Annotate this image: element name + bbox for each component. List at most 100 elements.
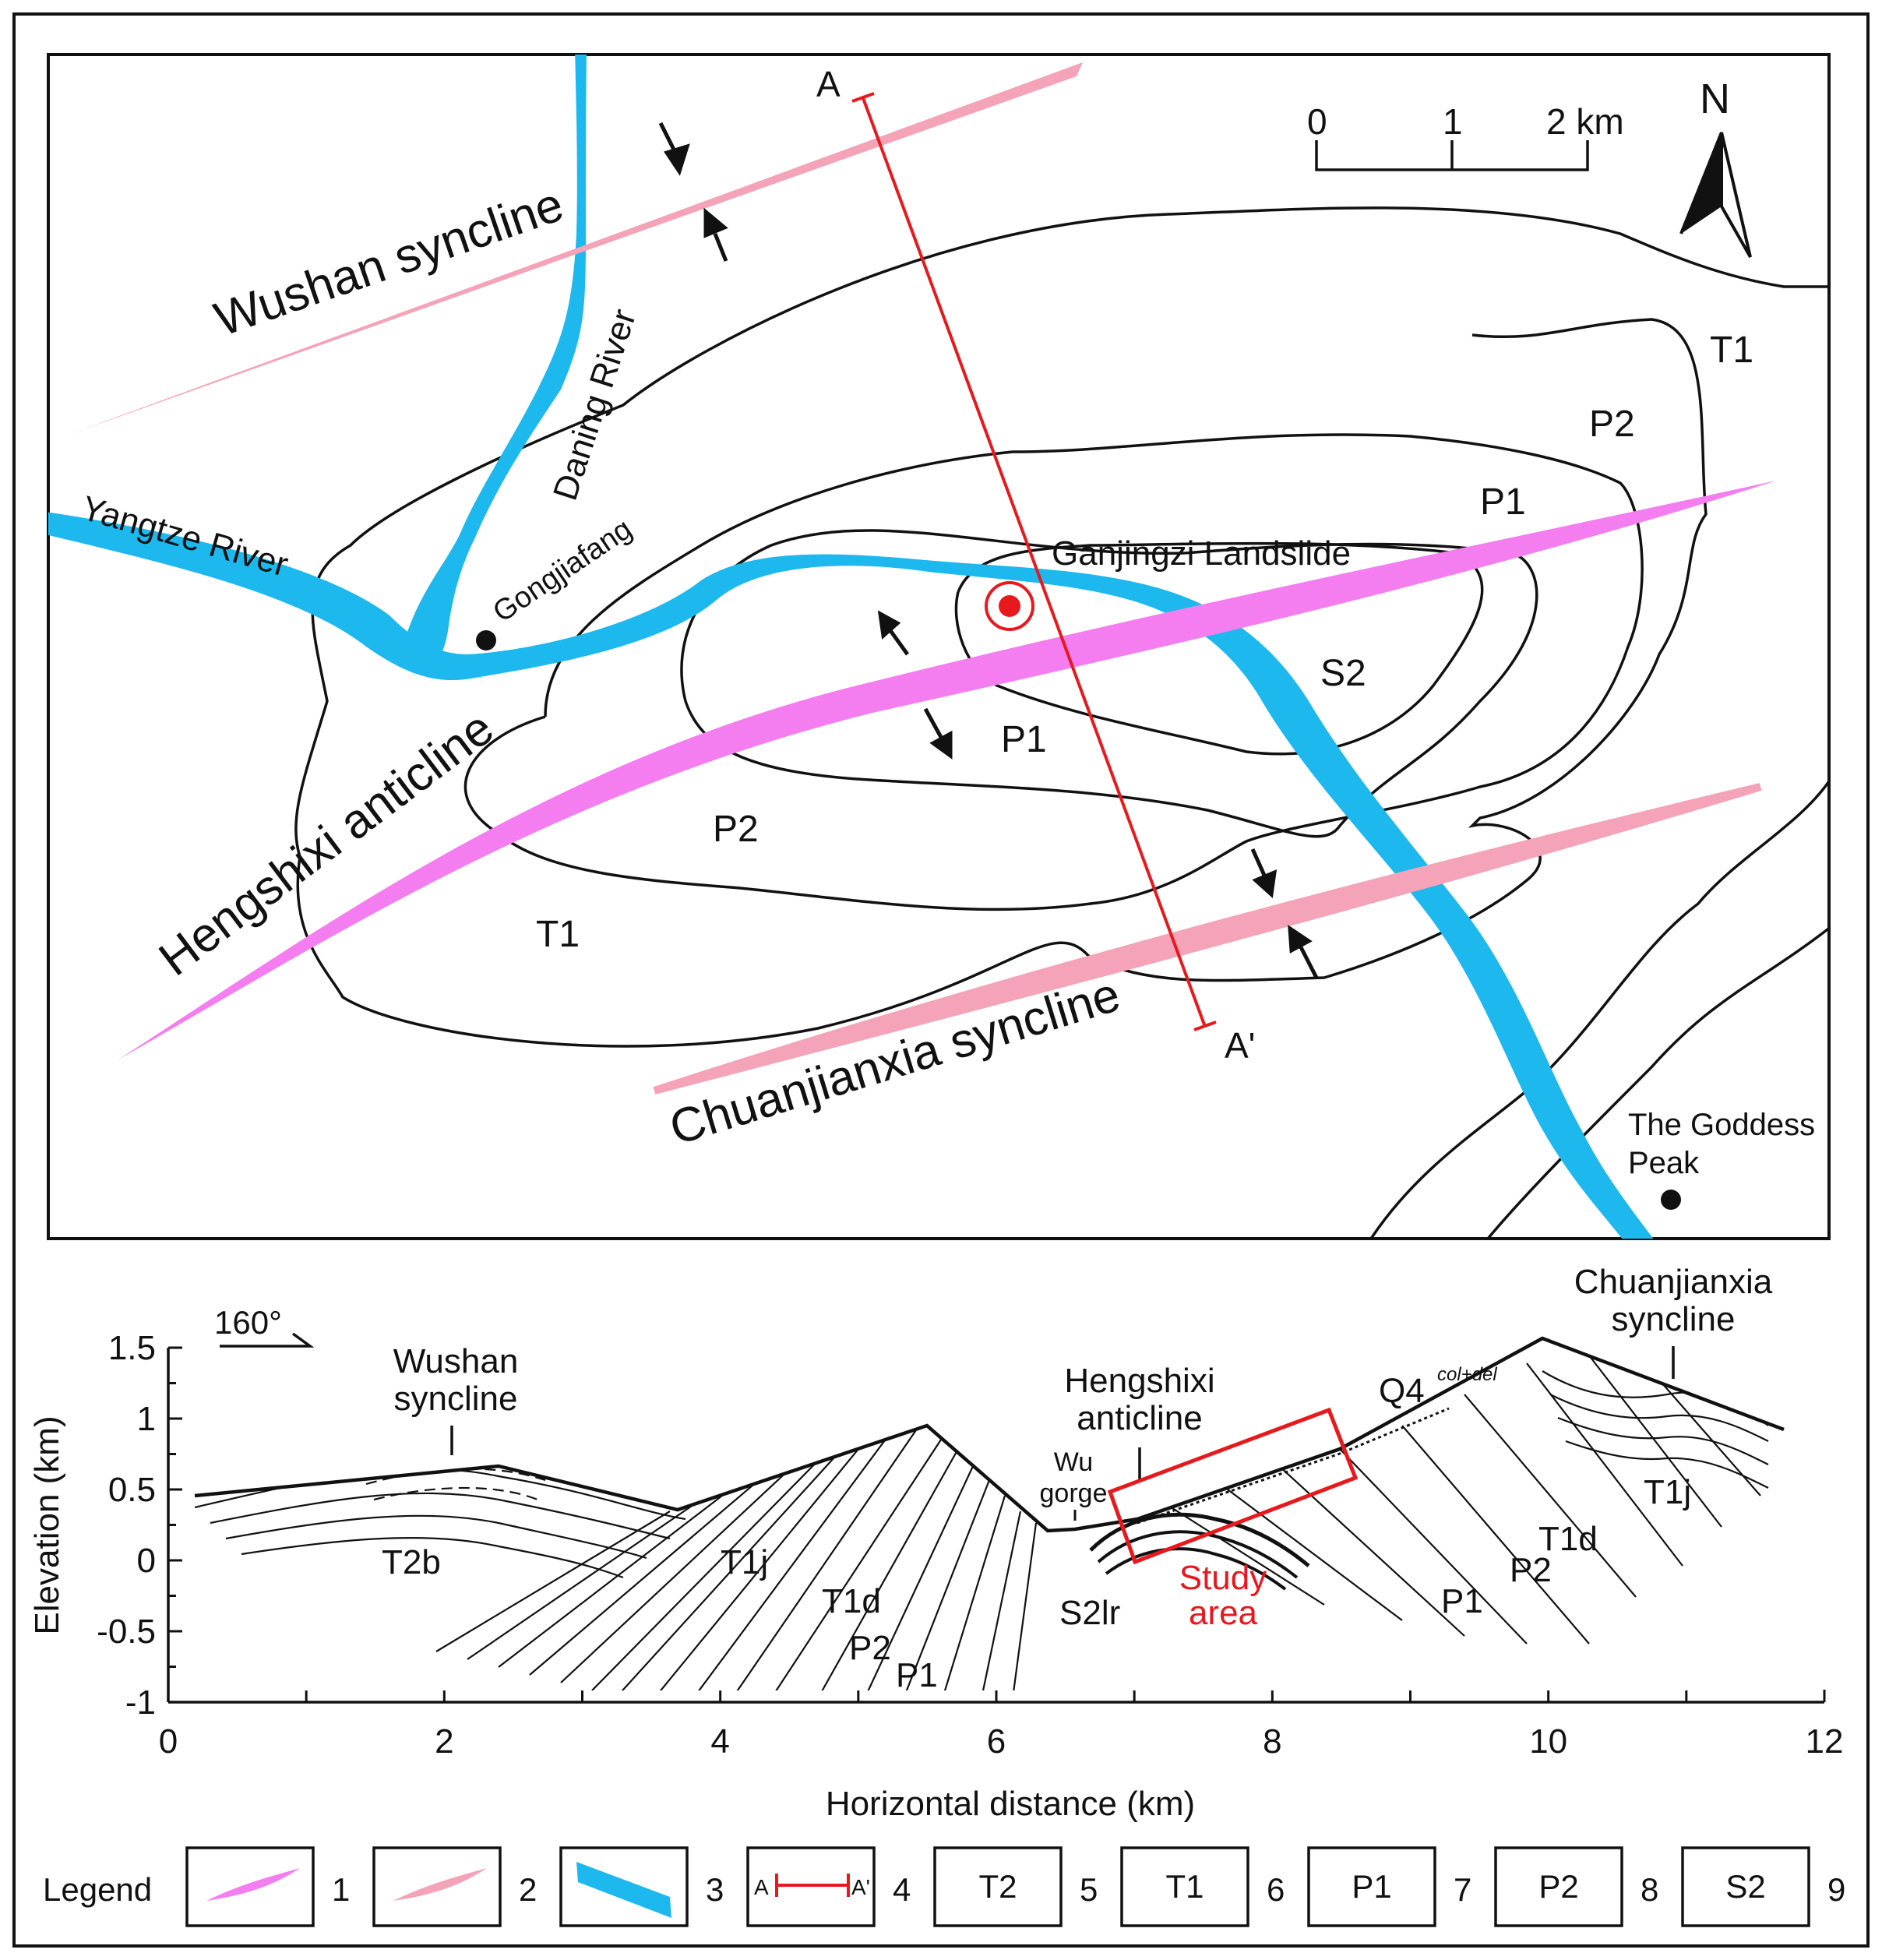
label-t1j-left: T1j xyxy=(721,1543,768,1581)
label-s2lr: S2lr xyxy=(1059,1594,1120,1632)
section-topography xyxy=(194,1336,1785,1533)
legend-box-5 xyxy=(933,1846,1063,1927)
section-line xyxy=(851,92,1217,1031)
legend-item-5: 5 xyxy=(1080,1871,1098,1908)
section-y-ticks: 1.5 1 0.5 0 -0.5 -1 xyxy=(97,1329,182,1722)
legend-item-2: 2 xyxy=(519,1871,537,1908)
strata-boundaries xyxy=(294,206,1829,1239)
gongjiafang-dot xyxy=(476,630,496,650)
label-wu-gorge-2: gorge xyxy=(1040,1479,1108,1508)
legend-t1: T1 xyxy=(1165,1868,1204,1905)
legend-section-a-prime: A' xyxy=(851,1875,870,1899)
map-strata-p1-ne: P1 xyxy=(1480,481,1526,523)
rivers xyxy=(48,55,1654,1239)
legend-item-3: 3 xyxy=(706,1871,724,1908)
legend-syncline-symbol xyxy=(393,1868,487,1901)
goddess-peak-dot xyxy=(1661,1190,1681,1210)
legend-section-symbol xyxy=(775,1874,850,1897)
y-tick-label: 1 xyxy=(137,1400,156,1438)
map-strata-s2: S2 xyxy=(1320,653,1366,694)
section-label-a: A xyxy=(816,64,841,104)
x-tick-label: 8 xyxy=(1263,1722,1281,1761)
legend-t2: T2 xyxy=(978,1868,1017,1905)
label-ganjingzi-landslide: Ganjingzi Landslide xyxy=(1052,534,1351,573)
y-tick-label: -0.5 xyxy=(97,1613,156,1651)
label-p2-right: P2 xyxy=(1510,1551,1552,1589)
label-wu-gorge-1: Wu xyxy=(1054,1447,1093,1477)
legend-item-7: 7 xyxy=(1454,1871,1471,1908)
landslide-dot xyxy=(999,595,1020,617)
scale-tick-1: 1 xyxy=(1443,101,1463,142)
study-area-box xyxy=(1107,1407,1359,1565)
label-t1j-right: T1j xyxy=(1644,1473,1691,1511)
wu-gorge-label: Wu gorge xyxy=(1040,1447,1108,1508)
label-q4-sup: col+del xyxy=(1437,1364,1497,1385)
y-tick-label: 1.5 xyxy=(108,1329,156,1367)
section-direction: 160° xyxy=(214,1304,282,1341)
legend-p1: P1 xyxy=(1352,1868,1391,1905)
map-strata-t1-w: T1 xyxy=(536,914,580,955)
label-t1d-right: T1d xyxy=(1538,1520,1598,1558)
label-q4: Q4 xyxy=(1379,1372,1425,1410)
chuanjianxia-syncline-axis xyxy=(653,783,1762,1095)
label-hengshixi-2: anticline xyxy=(1077,1399,1202,1437)
legend-item-1: 1 xyxy=(332,1871,350,1908)
landslide-marker xyxy=(985,581,1034,631)
wushan-syncline-axis xyxy=(69,62,1083,435)
study-area-label: Study area xyxy=(1179,1559,1267,1632)
legend-box-9 xyxy=(1681,1846,1810,1927)
map-strata-labels: T1 P2 P1 S2 P1 P2 T1 xyxy=(536,330,1753,955)
section-strata-labels: T2b T1j T1d P2 P1 S2lr P1 P2 T1d T1j xyxy=(382,1473,1691,1694)
landslide-ring xyxy=(985,581,1034,631)
section-x-label: Horizontal distance (km) xyxy=(826,1785,1195,1823)
outer-frame xyxy=(12,12,1870,1948)
label-hengshixi-1: Hengshixi xyxy=(1064,1362,1214,1400)
label-p1-left: P1 xyxy=(896,1656,938,1694)
boundary-p2-p1 xyxy=(463,433,1644,911)
section-label-a-prime: A' xyxy=(1225,1025,1255,1066)
fold-arrows xyxy=(658,122,1319,979)
section-direction-arrow xyxy=(220,1332,315,1348)
legend-box-8 xyxy=(1494,1846,1623,1927)
label-study-1: Study xyxy=(1179,1559,1267,1597)
north-arrow-label: N xyxy=(1700,76,1730,122)
x-tick-label: 0 xyxy=(159,1722,178,1761)
map-strata-t1-ne: T1 xyxy=(1710,330,1753,371)
section-y-label: Elevation (km) xyxy=(28,1415,66,1634)
scale-tick-0: 0 xyxy=(1307,101,1327,142)
label-p2-left: P2 xyxy=(849,1629,891,1667)
label-p1-right: P1 xyxy=(1441,1582,1483,1620)
legend-title: Legend xyxy=(43,1871,152,1908)
x-tick-label: 4 xyxy=(710,1722,729,1761)
boundary-southeast-2 xyxy=(1486,926,1829,1239)
x-tick-label: 12 xyxy=(1806,1722,1844,1761)
daning-river xyxy=(402,55,587,672)
label-chuanjianxia-1: Chuanjianxia xyxy=(1574,1263,1773,1301)
legend-section-a: A xyxy=(754,1875,769,1899)
boundary-s2 xyxy=(954,541,1484,756)
y-tick-label: 0 xyxy=(137,1542,156,1580)
scale-tick-2: 2 km xyxy=(1546,101,1624,142)
legend-item-4: 4 xyxy=(893,1871,911,1908)
y-tick-label: -1 xyxy=(125,1683,156,1722)
map-panel: A A' 0 1 2 km N Wushan syncline Hengshix… xyxy=(47,53,1831,1240)
boundary-southeast-1 xyxy=(1369,778,1829,1239)
x-tick-label: 10 xyxy=(1529,1722,1567,1761)
boundary-t1-p2 xyxy=(294,206,1829,1048)
legend: Legend A A' T2 T1 P1 P2 S2 xyxy=(43,1846,1845,1927)
label-t2b: T2b xyxy=(382,1543,441,1581)
north-arrow: N xyxy=(1679,76,1752,258)
legend-anticline-symbol xyxy=(206,1868,300,1901)
y-tick-label: 0.5 xyxy=(108,1471,156,1509)
legend-item-9: 9 xyxy=(1827,1871,1845,1908)
label-wushan-1: Wushan xyxy=(393,1342,519,1380)
label-goddess-peak-2: Peak xyxy=(1628,1146,1700,1180)
x-tick-label: 2 xyxy=(435,1722,453,1761)
legend-box-6 xyxy=(1120,1846,1249,1927)
label-t1d-left: T1d xyxy=(822,1582,881,1620)
scale-bar: 0 1 2 km xyxy=(1307,101,1624,171)
map-strata-p2-ne: P2 xyxy=(1589,404,1635,445)
